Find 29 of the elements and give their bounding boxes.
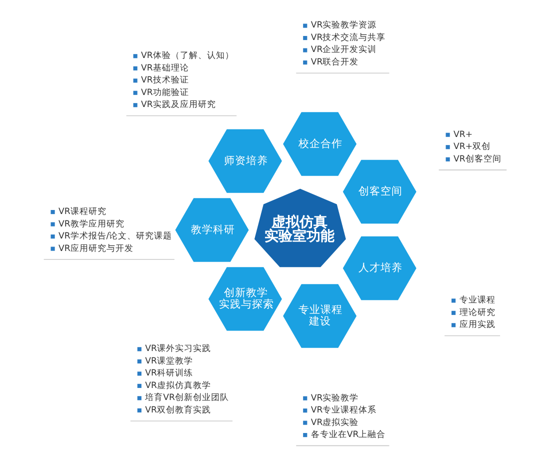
node-label: VR创客空间 (454, 154, 502, 164)
node-label: VR功能验证 (141, 88, 189, 98)
node-label: VR实验教学资源 (310, 20, 377, 31)
node-label: VR课程研究 (58, 207, 106, 217)
node-label: VR专业课程体系 (310, 406, 377, 416)
node-label: VR+ (454, 130, 473, 140)
node-label: VR学术报告/论文、研究课题 (58, 231, 172, 242)
node-label: VR基础理论 (141, 63, 189, 74)
node-label: 专业课程 (459, 296, 496, 306)
node-label: 应用实践 (459, 320, 496, 330)
node-label: 理论研究 (459, 308, 496, 318)
node-label: VR联合开发 (310, 57, 359, 68)
node-label: VR双创教育实践 (145, 405, 211, 416)
node-label: VR实验教学 (310, 393, 359, 404)
node-label: VR课堂教学 (145, 356, 193, 366)
node-label: VR技术交流与共享 (310, 32, 386, 43)
node-label: VR技术验证 (141, 76, 189, 86)
node-label: VR课外实习实践 (145, 344, 211, 354)
node-label: VR科研训练 (145, 368, 193, 379)
node-label: 培育VR创新创业团队 (145, 393, 229, 404)
node-label: 各专业在VR上融合 (310, 430, 386, 440)
node-label: VR+双创 (454, 142, 491, 152)
node-label: VR教学应用研究 (58, 219, 124, 230)
node-label: VR虚拟仿真教学 (145, 380, 211, 391)
node-label: VR体验（了解、认知） (141, 51, 234, 62)
node-label: VR虚拟实验 (310, 418, 359, 428)
node-label: VR应用研究与开发 (58, 244, 134, 254)
node-label: VR实践及应用研究 (141, 100, 216, 110)
node-label: VR企业开发实训 (310, 45, 377, 56)
